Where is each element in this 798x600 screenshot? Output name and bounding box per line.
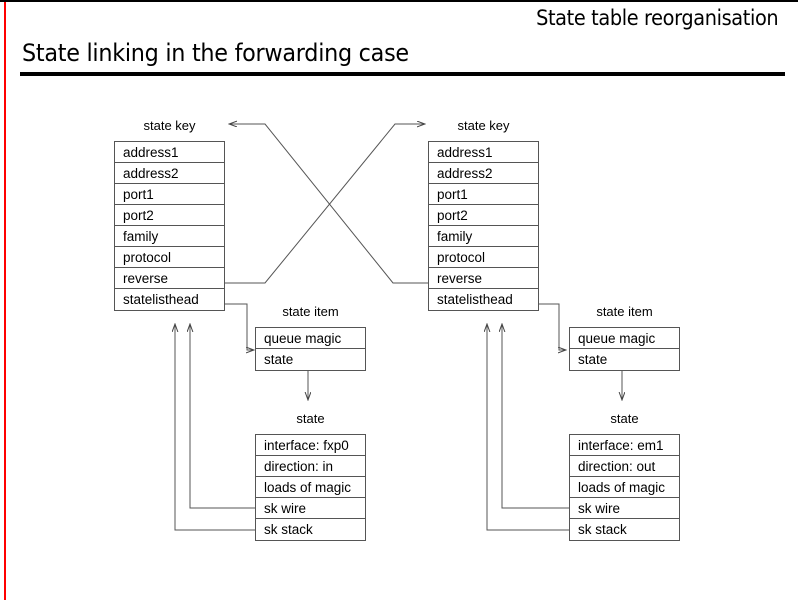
connector-right-skstack-to-key [487, 324, 569, 531]
table-row: direction: out [570, 456, 679, 477]
left-state-caption: state [296, 411, 325, 426]
left-state-key-table: address1 address2 port1 port2 family pro… [114, 141, 225, 311]
left-state-item-table: queue magic state [255, 327, 366, 371]
table-row: interface: em1 [570, 435, 679, 456]
table-row: state [578, 352, 608, 367]
right-state-item-caption: state item [596, 304, 653, 319]
table-row: loads of magic [256, 477, 365, 498]
table-row: sk stack [264, 522, 313, 537]
slide-kicker: State table reorganisation [535, 6, 779, 30]
connector-left-skwire-to-key [190, 324, 255, 509]
connector-right-reverse-to-left-key [229, 124, 433, 284]
table-row: queue magic [256, 328, 365, 349]
right-state-key-table: address1 address2 port1 port2 family pro… [428, 141, 539, 311]
table-row: direction: in [256, 456, 365, 477]
table-row: queue magic [570, 328, 679, 349]
connector-left-skstack-to-key [175, 324, 255, 531]
table-row: statelisthead [123, 292, 199, 307]
right-state-item-table: queue magic state [569, 327, 680, 371]
table-row: family [115, 226, 224, 247]
table-row: reverse [115, 268, 224, 289]
table-row: protocol [115, 247, 224, 268]
right-state-key-caption: state key [457, 118, 510, 133]
table-row: state [264, 352, 294, 367]
table-row: address2 [115, 163, 224, 184]
table-row: protocol [429, 247, 538, 268]
table-row: family [429, 226, 538, 247]
table-row: address1 [115, 142, 224, 163]
table-row: statelisthead [437, 292, 513, 307]
left-accent-rule [4, 2, 6, 600]
title-divider [20, 72, 785, 76]
table-row: port1 [115, 184, 224, 205]
connector-right-skwire-to-key [502, 324, 569, 509]
table-row: sk wire [256, 498, 365, 519]
table-row: port2 [115, 205, 224, 226]
table-row: interface: fxp0 [256, 435, 365, 456]
table-row: port1 [429, 184, 538, 205]
table-row: loads of magic [570, 477, 679, 498]
right-state-caption: state [610, 411, 639, 426]
table-row: address2 [429, 163, 538, 184]
right-state-table: interface: em1 direction: out loads of m… [569, 434, 680, 541]
connector-left-reverse-to-right-key [225, 124, 425, 284]
left-state-table: interface: fxp0 direction: in loads of m… [255, 434, 366, 541]
connector-left-statelisthead-to-item [225, 303, 254, 350]
page-title: State linking in the forwarding case [22, 39, 409, 67]
left-state-key-caption: state key [143, 118, 196, 133]
table-row: sk stack [578, 522, 627, 537]
left-state-item-caption: state item [282, 304, 339, 319]
table-row: address1 [429, 142, 538, 163]
connector-right-statelisthead-to-item [537, 303, 566, 350]
table-row: port2 [429, 205, 538, 226]
table-row: sk wire [570, 498, 679, 519]
table-row: reverse [429, 268, 538, 289]
